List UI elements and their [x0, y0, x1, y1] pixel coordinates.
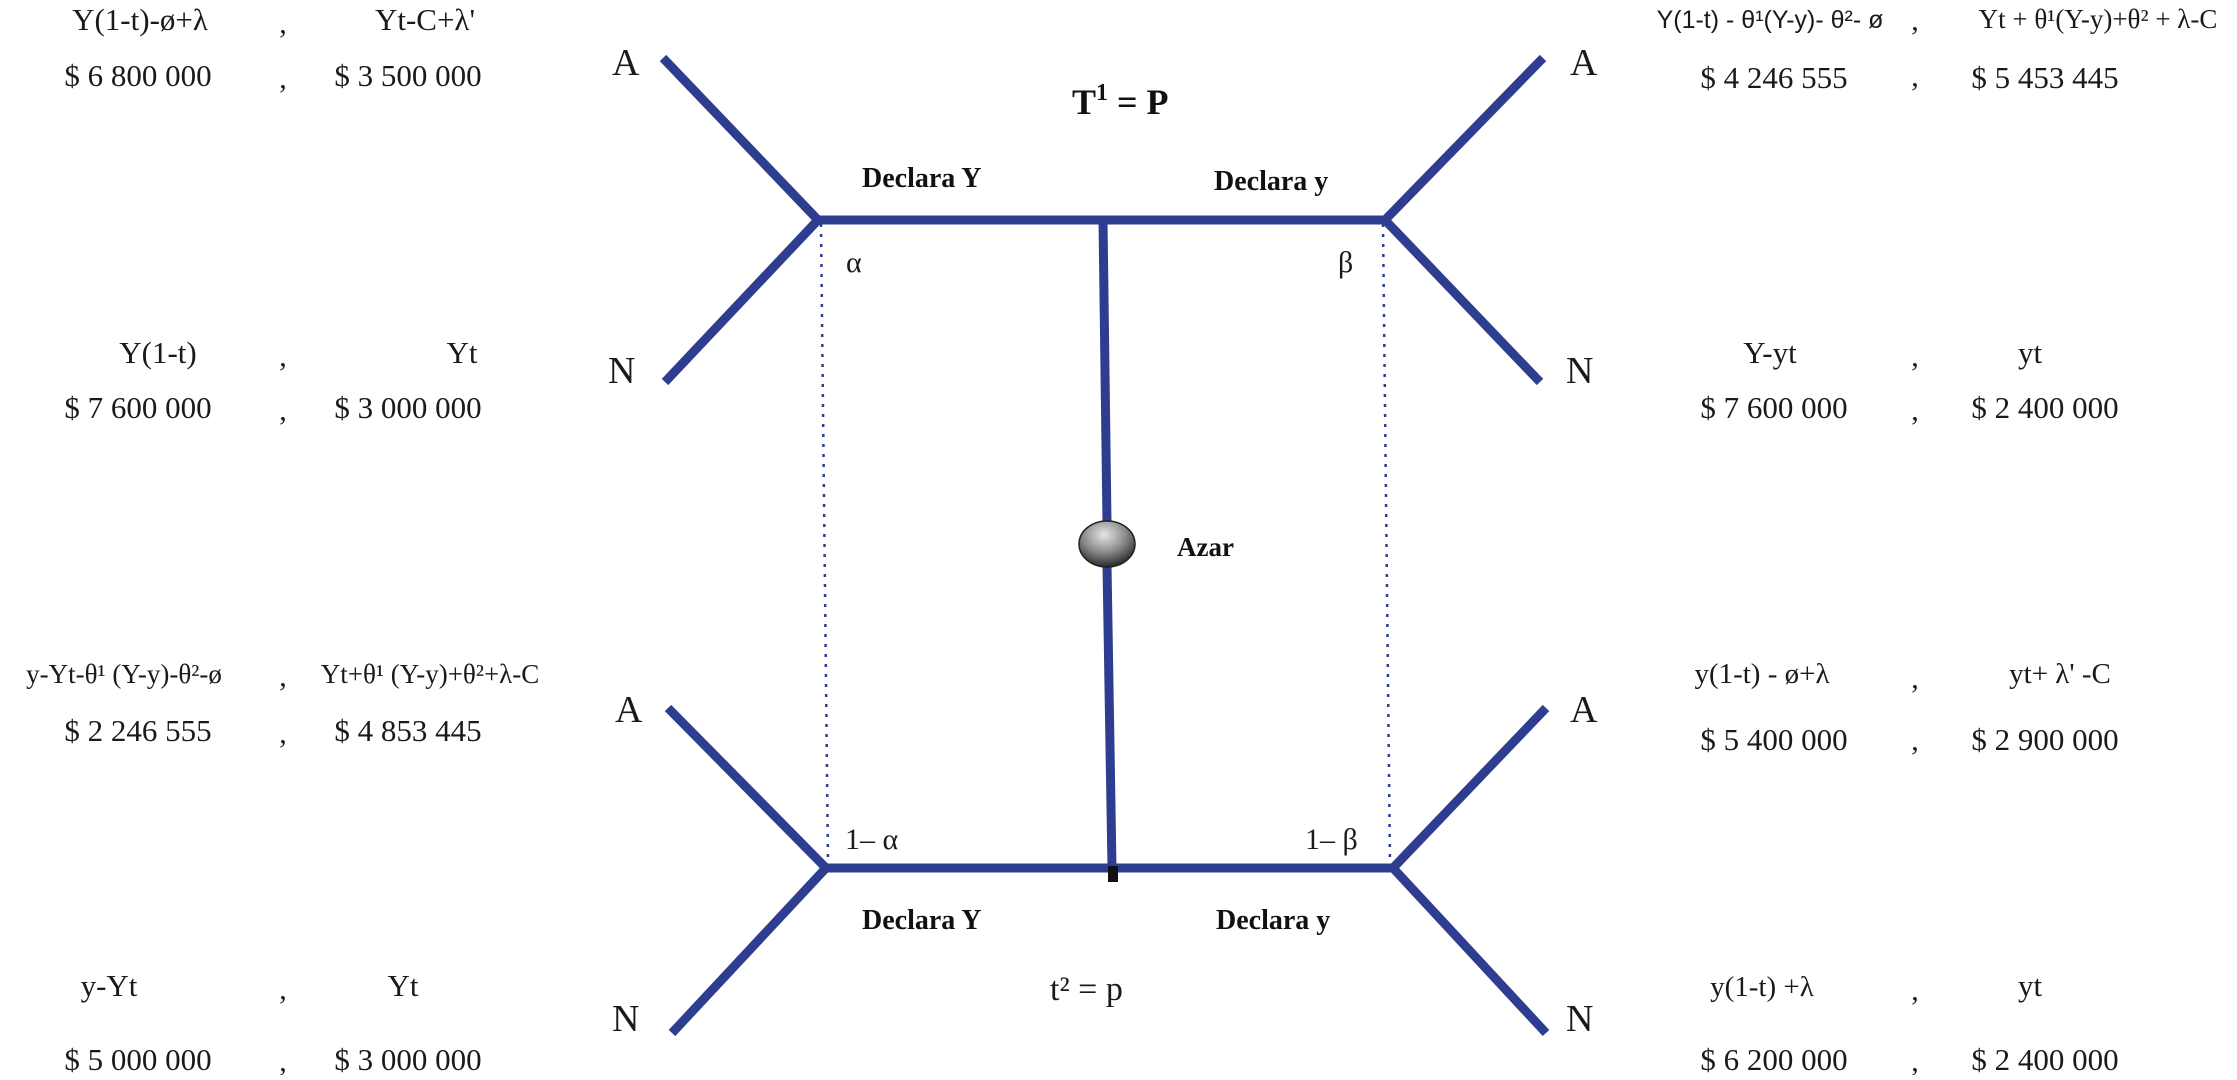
- payoff-separator: ,: [279, 62, 287, 95]
- payoff-value-player2: $ 2 400 000: [1971, 1042, 2118, 1075]
- bottom-left-a-letter: A: [615, 689, 643, 731]
- payoff-value-player1: $ 6 800 000: [64, 58, 211, 93]
- payoff-value-player1: $ 7 600 000: [1700, 390, 1847, 425]
- payoff-formula-player2: yt: [2018, 335, 2043, 370]
- top-left-action-label: Declara Y: [862, 163, 981, 194]
- payoff-formula-player1: Y-yt: [1743, 335, 1797, 370]
- payoff-separator: ,: [1911, 4, 1919, 37]
- payoff-separator: ,: [1911, 974, 1919, 1007]
- branch-letters: A N A N A N A N: [608, 42, 1598, 1040]
- payoff-separator: ,: [279, 660, 287, 693]
- bottom-right-action-label: Declara y: [1216, 905, 1330, 936]
- payoff-value-player1: $ 4 246 555: [1700, 60, 1847, 95]
- top-right-a-letter: A: [1570, 42, 1598, 84]
- top-title: T1 = P: [1072, 80, 1169, 122]
- payoff-value-player1: $ 6 200 000: [1700, 1042, 1847, 1075]
- payoff-value-player1: $ 2 246 555: [64, 713, 211, 748]
- payoff-separator: ,: [279, 7, 287, 40]
- bottom-left-n-letter: N: [612, 998, 639, 1040]
- chance-stem-tick: [1108, 866, 1118, 882]
- top-right-branch-n: [1381, 216, 1544, 386]
- payoff-value-player2: $ 3 000 000: [334, 1042, 481, 1075]
- chance-stem-upper: [1098, 219, 1112, 524]
- payoff-bottom-right-n: y(1-t) +λ , yt $ 6 200 000 , $ 2 400 000: [1700, 968, 2118, 1078]
- payoff-value-player2: $ 2 400 000: [1971, 390, 2118, 425]
- bottom-right-a-letter: A: [1570, 689, 1598, 731]
- chance-label: Azar: [1177, 532, 1234, 562]
- bottom-right-branch-n: [1389, 864, 1550, 1037]
- top-left-n-letter: N: [608, 350, 635, 392]
- top-left-branch-a: [659, 54, 822, 224]
- payoff-separator: ,: [1911, 724, 1919, 757]
- payoff-value-player2: $ 5 453 445: [1971, 60, 2118, 95]
- payoff-top-left-n: Y(1-t) , Yt $ 7 600 000 , $ 3 000 000: [64, 335, 481, 427]
- payoff-separator: ,: [1911, 1045, 1919, 1075]
- left-information-set-line: [819, 223, 830, 865]
- payoff-bottom-right-a: y(1-t) - ø+λ , yt+ λ' -C $ 5 400 000 , $…: [1694, 658, 2118, 757]
- payoff-formula-player1: y(1-t) - ø+λ: [1694, 658, 1829, 690]
- payoff-top-right-a: Y(1-t) - θ¹(Y-y)- θ²- ø , Yt + θ¹(Y-y)+θ…: [1657, 4, 2218, 95]
- payoff-bottom-left-n: y-Yt , Yt $ 5 000 000 , $ 3 000 000: [64, 968, 481, 1078]
- bottom-right-n-letter: N: [1566, 998, 1593, 1040]
- payoff-separator: ,: [1911, 60, 1919, 93]
- bottom-left-branch-a: [664, 704, 830, 872]
- payoff-bottom-left-a: y-Yt-θ¹ (Y-y)-θ²-ø , Yt+θ¹ (Y-y)+θ²+λ-C …: [26, 659, 539, 750]
- payoff-separator: ,: [1911, 340, 1919, 373]
- information-set-dotted-lines: [819, 223, 1392, 865]
- payoff-formula-player2: yt: [2018, 968, 2043, 1003]
- bottom-left-probability: 1– α: [845, 823, 899, 856]
- payoff-value-player2: $ 3 500 000: [334, 58, 481, 93]
- right-information-set-line: [1381, 223, 1392, 865]
- top-left-a-letter: A: [612, 42, 640, 84]
- bottom-right-probability: 1– β: [1305, 823, 1358, 856]
- bottom-left-action-label: Declara Y: [862, 905, 981, 936]
- tree-branches: [659, 54, 1550, 1037]
- payoff-formula-player1: y-Yt: [81, 968, 138, 1003]
- payoff-top-right-n: Y-yt , yt $ 7 600 000 , $ 2 400 000: [1700, 335, 2118, 427]
- payoff-top-left-a: Y(1-t)-ø+λ , Yt-C+λ' $ 6 800 000 , $ 3 5…: [64, 2, 481, 95]
- top-right-branch-a: [1381, 54, 1547, 224]
- top-left-branch-n: [661, 216, 822, 386]
- payoff-value-player2: $ 4 853 445: [334, 713, 481, 748]
- payoff-formula-player1: Y(1-t)-ø+λ: [72, 2, 208, 37]
- payoff-value-player1: $ 7 600 000: [64, 390, 211, 425]
- payoff-separator: ,: [279, 717, 287, 750]
- top-right-n-letter: N: [1566, 350, 1593, 392]
- payoff-separator: ,: [279, 1045, 287, 1075]
- payoff-formula-player1: Y(1-t) - θ¹(Y-y)- θ²- ø: [1657, 6, 1884, 34]
- top-right-probability: β: [1338, 246, 1353, 279]
- payoff-value-player1: $ 5 000 000: [64, 1042, 211, 1075]
- payoff-formula-player2: Yt + θ¹(Y-y)+θ² + λ-C: [1979, 4, 2218, 34]
- bottom-left-branch-n: [668, 864, 830, 1037]
- payoff-formula-player2: Yt-C+λ': [375, 2, 475, 37]
- chance-stem-lower: [1102, 564, 1117, 869]
- payoff-value-player2: $ 3 000 000: [334, 390, 481, 425]
- payoff-separator: ,: [1911, 662, 1919, 695]
- payoff-formula-player2: Yt: [447, 335, 478, 370]
- bottom-title: t² = p: [1050, 971, 1123, 1008]
- payoff-separator: ,: [279, 973, 287, 1006]
- chance-node: [1078, 520, 1136, 568]
- payoff-formula-player1: y(1-t) +λ: [1710, 971, 1814, 1003]
- payoff-formula-player1: y-Yt-θ¹ (Y-y)-θ²-ø: [26, 659, 222, 689]
- payoff-value-player1: $ 5 400 000: [1700, 722, 1847, 757]
- top-right-action-label: Declara y: [1214, 166, 1328, 197]
- payoff-separator: ,: [279, 340, 287, 373]
- payoff-separator: ,: [1911, 394, 1919, 427]
- payoff-formula-player2: yt+ λ' -C: [2009, 658, 2111, 690]
- bottom-right-branch-a: [1389, 704, 1550, 872]
- payoff-formula-player1: Y(1-t): [119, 335, 196, 370]
- payoff-value-player2: $ 2 900 000: [1971, 722, 2118, 757]
- payoff-formula-player2: Yt: [388, 968, 419, 1003]
- payoff-formula-player2: Yt+θ¹ (Y-y)+θ²+λ-C: [321, 659, 540, 689]
- top-left-probability: α: [846, 246, 862, 279]
- payoff-separator: ,: [279, 394, 287, 427]
